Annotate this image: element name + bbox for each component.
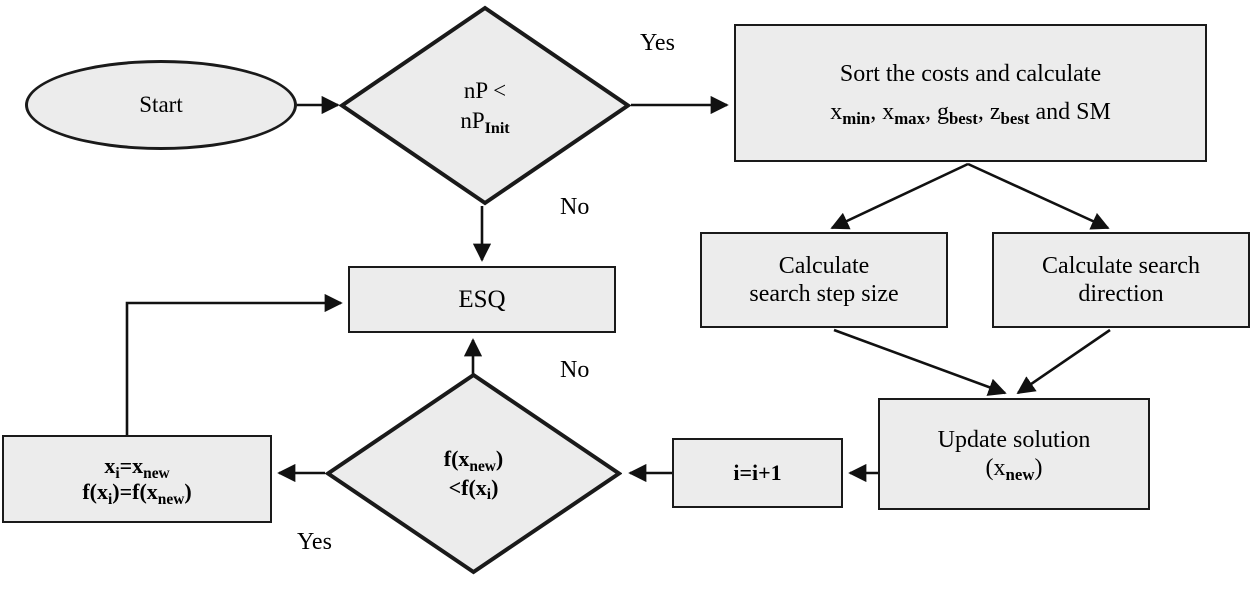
- node-esq[interactable]: ESQ: [348, 266, 616, 333]
- node-increment[interactable]: i=i+1: [672, 438, 843, 508]
- decision-fx-line1-b: ): [495, 445, 504, 471]
- node-esq-label: ESQ: [458, 285, 506, 313]
- assign-line2-sub2: new: [157, 490, 185, 508]
- assign-line2-b: )=f(x: [112, 479, 158, 504]
- sort-costs-gbest: , gbest: [924, 99, 978, 129]
- edge-direction-to-update: [1016, 328, 1111, 395]
- decision-fx-line1: f(xnew): [443, 445, 504, 475]
- decision-fx-shape: [325, 372, 622, 575]
- decision-np-line2-sub: Init: [484, 119, 510, 137]
- sort-costs-xmax-sub: max: [894, 109, 925, 129]
- update-solution-sub: new: [1005, 465, 1035, 485]
- sort-costs-sm: and SM: [1029, 99, 1111, 125]
- decision-fx-line1-sub: new: [469, 457, 496, 475]
- sort-costs-line2: xmin, xmax, gbest, zbest and SM: [830, 98, 1111, 129]
- assign-line2-a: f(x: [82, 479, 108, 504]
- sort-costs-xmax: , xmax: [870, 99, 925, 129]
- update-solution-close: ): [1034, 455, 1043, 481]
- sort-costs-zbest-base: , z: [977, 99, 1001, 125]
- sort-costs-xmin-base: x: [830, 99, 843, 125]
- sort-costs-zbest: , zbest: [977, 99, 1030, 129]
- edge-label-no-fx: No: [560, 357, 590, 383]
- calc-direction-line2: direction: [1078, 281, 1164, 307]
- edge-sort-to-direction: [967, 162, 1110, 230]
- decision-fx-line1-a: f(x: [443, 445, 470, 471]
- edge-step-size-to-update: [833, 328, 1007, 396]
- update-solution-line1: Update solution: [937, 426, 1091, 453]
- decision-fx-line2: <f(xi): [444, 474, 504, 504]
- sort-costs-xmin-sub: min: [842, 109, 871, 129]
- decision-np-label: nP < nPInit: [460, 76, 510, 137]
- edge-assign-to-esq: [125, 293, 343, 436]
- assign-line1-sub2: new: [143, 464, 170, 482]
- decision-np-line2-base: nP: [460, 107, 485, 133]
- sort-costs-xmin: xmin: [830, 99, 871, 129]
- sort-costs-xmax-base: , x: [870, 99, 895, 125]
- edge-label-no-np: No: [560, 194, 590, 220]
- assign-line1-a: x: [104, 453, 116, 479]
- assign-line1: xi=xnew: [104, 453, 170, 482]
- sort-costs-zbest-sub: best: [1000, 109, 1030, 129]
- node-decision-fx[interactable]: f(xnew) <f(xi): [325, 372, 622, 575]
- edge-label-yes-fx: Yes: [297, 529, 332, 555]
- assign-line1-sub1: i: [115, 464, 120, 482]
- node-update-solution[interactable]: Update solution (xnew): [878, 398, 1150, 510]
- decision-np-line2: nPInit: [460, 106, 510, 137]
- assign-line1-b: =x: [119, 453, 144, 479]
- node-assign[interactable]: xi=xnew f(xi)=f(xnew): [2, 435, 272, 523]
- assign-line2-sub1: i: [108, 490, 113, 508]
- decision-np-line1: nP <: [463, 77, 507, 103]
- sort-costs-gbest-sub: best: [948, 109, 978, 129]
- decision-fx-line2-b: ): [491, 474, 499, 500]
- update-solution-open: (x: [985, 455, 1006, 481]
- node-decision-np[interactable]: nP < nPInit: [339, 5, 631, 206]
- calc-step-size-line1: Calculate: [778, 252, 870, 279]
- update-solution-line2: (xnew): [985, 454, 1043, 485]
- decision-np-shape: [339, 5, 631, 206]
- node-start-label: Start: [139, 92, 183, 118]
- node-calc-direction[interactable]: Calculate search direction: [992, 232, 1250, 328]
- decision-fx-line2-a: <f(x: [448, 474, 487, 500]
- calc-step-size-line2: search step size: [749, 281, 899, 307]
- decision-fx-line2-sub: i: [486, 486, 492, 504]
- edge-sort-to-step-size: [830, 162, 969, 230]
- edge-label-yes-top: Yes: [640, 30, 675, 56]
- node-increment-label: i=i+1: [733, 460, 782, 486]
- node-sort-costs[interactable]: Sort the costs and calculate xmin, xmax,…: [734, 24, 1207, 162]
- decision-fx-label: f(xnew) <f(xi): [443, 445, 504, 504]
- assign-line2-c: ): [184, 479, 192, 504]
- calc-direction-line1: Calculate search: [1042, 252, 1200, 279]
- sort-costs-line1: Sort the costs and calculate: [839, 60, 1102, 87]
- node-calc-step-size[interactable]: Calculate search step size: [700, 232, 948, 328]
- sort-costs-gbest-base: , g: [924, 99, 949, 125]
- node-start[interactable]: Start: [25, 60, 297, 150]
- assign-line2: f(xi)=f(xnew): [82, 479, 192, 508]
